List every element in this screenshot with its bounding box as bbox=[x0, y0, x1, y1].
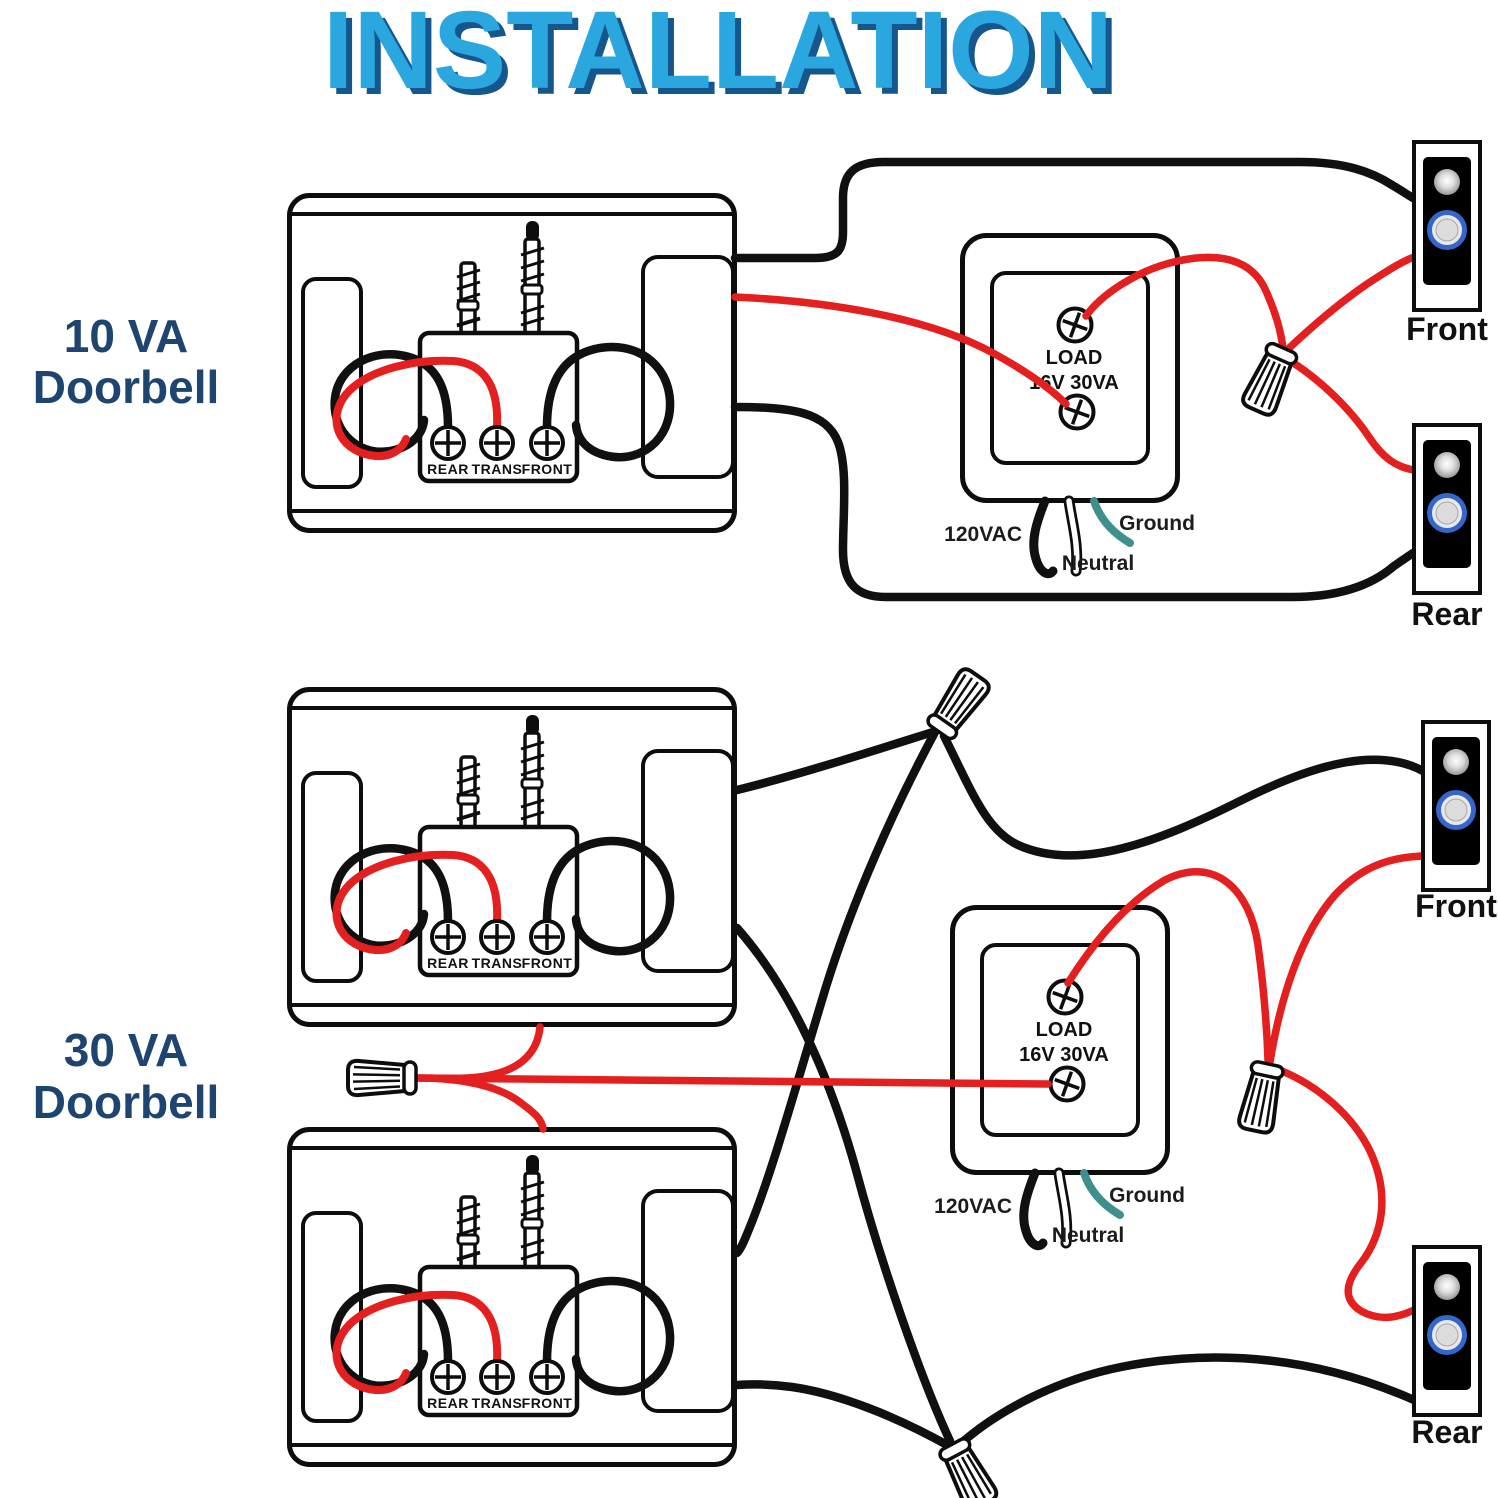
red-wire-chime1-to-transformer bbox=[731, 293, 1070, 408]
red-wire-nut-to-front-button-10va bbox=[1281, 253, 1418, 356]
black-wire-bottom-nut-to-rear-button-30va bbox=[953, 1353, 1419, 1451]
chime-30va-upper bbox=[290, 690, 735, 1025]
black-wire-chime2-to-bottom-nut bbox=[732, 923, 955, 1446]
red-wires bbox=[412, 253, 1432, 1322]
black-wire-nut-to-chime3 bbox=[732, 729, 939, 1258]
section-10va-line2: Doorbell bbox=[33, 361, 220, 413]
red-wire-nut-to-rear-button-30va bbox=[1270, 1064, 1418, 1322]
page-title-shadow: INSTALLATION bbox=[329, 0, 1119, 118]
rear-button-label-30va: Rear bbox=[1411, 1414, 1482, 1450]
black-wire-nut-to-front-button-30va bbox=[939, 731, 1428, 860]
rear-button-10va bbox=[1414, 425, 1480, 593]
section-label-10va: 10 VA Doorbell bbox=[33, 310, 220, 413]
transformer-10va bbox=[944, 236, 1195, 576]
page-title: INSTALLATION bbox=[323, 0, 1113, 112]
wire-nut-30va-black-top bbox=[922, 664, 994, 744]
black-wires bbox=[730, 157, 1428, 1451]
red-wire-transformer-to-nut-30va bbox=[1064, 868, 1272, 1064]
red-wire-transformer-to-nut-10va bbox=[1082, 253, 1287, 353]
front-button-30va bbox=[1423, 722, 1489, 890]
transformer-30va bbox=[934, 908, 1185, 1248]
red-wire-nut-to-front-button-30va bbox=[1266, 852, 1432, 1066]
black-wire-chime1-to-rear-button bbox=[730, 402, 1418, 602]
wire-nut-10va-buttons bbox=[1238, 339, 1302, 420]
wire-nut-30va-black-bottom bbox=[937, 1436, 999, 1498]
front-button-label-10va: Front bbox=[1406, 311, 1488, 347]
chime-30va-lower bbox=[290, 1130, 735, 1465]
red-wire-junction-to-chime3 bbox=[426, 1074, 547, 1133]
rear-button-label-10va: Rear bbox=[1411, 596, 1482, 632]
section-30va-line1: 30 VA bbox=[64, 1024, 188, 1076]
black-wire-chime1-to-front-button bbox=[730, 157, 1418, 263]
red-wire-chime2-to-junction bbox=[412, 1023, 544, 1083]
section-30va-line2: Doorbell bbox=[33, 1076, 220, 1128]
red-wire-nut-to-rear-button-10va bbox=[1283, 355, 1418, 474]
front-button-10va bbox=[1414, 142, 1480, 310]
section-label-30va: 30 VA Doorbell bbox=[33, 1024, 220, 1128]
chime-10va bbox=[290, 196, 735, 531]
front-button-label-30va: Front bbox=[1415, 888, 1497, 924]
section-10va-line1: 10 VA bbox=[64, 310, 188, 362]
black-wire-bottom-nut-to-chime3 bbox=[732, 1380, 954, 1451]
rear-button-30va bbox=[1414, 1247, 1480, 1415]
wire-nut-30va-trans-junction bbox=[346, 1058, 418, 1098]
wire-nut-30va-red-buttons bbox=[1235, 1058, 1288, 1137]
black-wire-chime2-to-nut bbox=[732, 726, 941, 795]
red-wire-junction-to-transformer-30va bbox=[412, 1074, 1052, 1088]
